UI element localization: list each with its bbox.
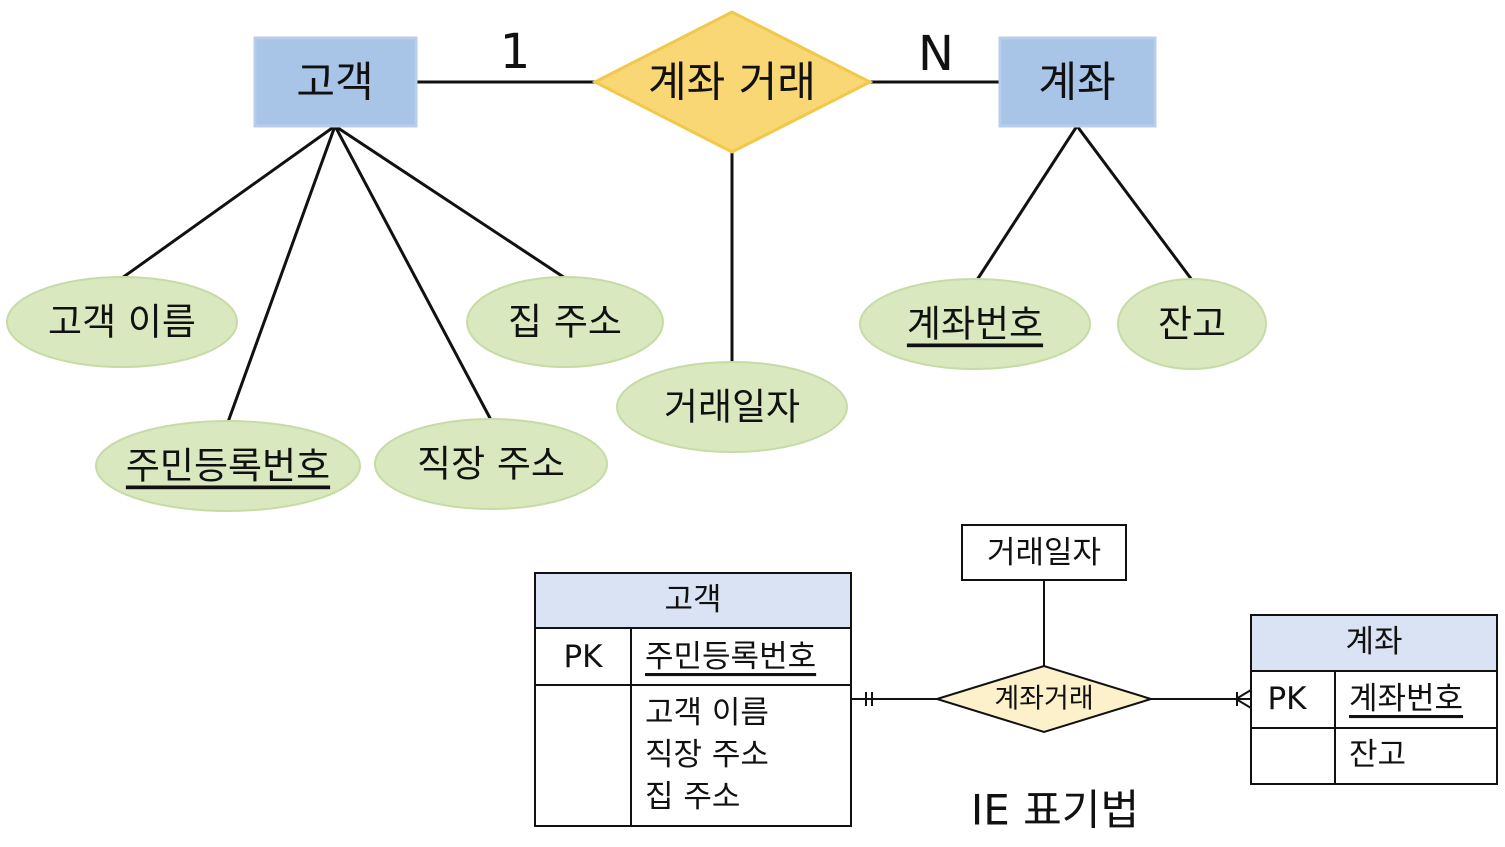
- entity-customer-label: 고객: [296, 58, 373, 107]
- ie-field: 집 주소: [645, 779, 740, 815]
- attribute-customer-home-address: 집 주소: [466, 276, 664, 368]
- entity-account-label: 계좌: [1038, 58, 1115, 107]
- connector-customer-work-address: [333, 125, 493, 421]
- ie-table-title: 고객: [664, 582, 721, 618]
- attribute-customer-ssn: 주민등록번호: [95, 420, 361, 512]
- attribute-ellipse: [374, 418, 608, 510]
- relationship-label: 계좌 거래: [648, 58, 816, 107]
- entity-customer-box: [253, 36, 418, 128]
- ie-table-header: [534, 572, 852, 629]
- ie-table-title: 계좌: [1345, 624, 1402, 660]
- connector-account-number: [975, 125, 1079, 281]
- ie-relationship: 계좌거래: [933, 664, 1155, 734]
- relationship-account-transaction: 계좌 거래: [591, 10, 874, 154]
- ie-pk-field: 계좌번호: [1349, 681, 1463, 717]
- connector-customer-home-address: [334, 124, 566, 280]
- attribute-label: 직장 주소: [417, 443, 565, 486]
- ie-table-account: 계좌 PK 계좌번호 잔고: [1250, 614, 1498, 785]
- ie-relationship-label: 계좌거래: [994, 684, 1093, 715]
- ie-relationship-diamond: [933, 664, 1155, 734]
- ie-diagram: 거래일자 계좌거래 고객 PK 주민등록번호 고객 이: [534, 524, 1498, 835]
- ie-pk-field: 주민등록번호: [645, 639, 816, 675]
- attribute-account-number: 계좌번호: [859, 278, 1091, 370]
- ie-field: 직장 주소: [645, 737, 769, 773]
- ie-field: 잔고: [1349, 737, 1406, 773]
- attribute-customer-work-address: 직장 주소: [374, 418, 608, 510]
- attribute-transaction-date: 거래일자: [616, 361, 848, 453]
- ie-notation-caption: IE 표기법: [971, 786, 1139, 835]
- relationship-diamond: [591, 10, 874, 154]
- entity-account: 계좌: [998, 36, 1157, 128]
- attribute-ellipse: [1117, 278, 1267, 370]
- attribute-ellipse: [466, 276, 664, 368]
- ie-table-customer: 고객 PK 주민등록번호 고객 이름 직장 주소 집 주소: [534, 572, 852, 827]
- ie-field: 고객 이름: [645, 695, 769, 731]
- attribute-account-balance: 잔고: [1117, 278, 1267, 370]
- attribute-ellipse: [95, 420, 361, 512]
- ie-relationship-attribute: 거래일자: [961, 524, 1127, 581]
- attribute-customer-name: 고객 이름: [6, 276, 238, 368]
- attribute-label: 계좌번호: [907, 303, 1043, 346]
- ie-pk-marker: PK: [1267, 681, 1307, 717]
- ie-table-header: [1250, 614, 1498, 672]
- attribute-ellipse: [6, 276, 238, 368]
- attribute-ellipse: [859, 278, 1091, 370]
- attribute-label: 집 주소: [508, 301, 622, 344]
- entity-customer: 고객: [253, 36, 418, 128]
- attribute-label: 잔고: [1158, 303, 1226, 346]
- attribute-label: 고객 이름: [48, 301, 196, 344]
- attribute-label: 거래일자: [664, 386, 800, 429]
- chen-connectors: [121, 80, 1194, 423]
- connector-customer-ssn: [226, 125, 337, 423]
- attribute-ellipse: [616, 361, 848, 453]
- attribute-label: 주민등록번호: [126, 445, 330, 488]
- mandatory-one-icon: [865, 692, 873, 706]
- connector-account-balance: [1075, 125, 1194, 281]
- one-or-many-icon: [1235, 689, 1252, 709]
- ie-pk-marker: PK: [563, 639, 603, 675]
- cardinality-customer-side: 1: [500, 24, 531, 80]
- ie-attribute-label: 거래일자: [987, 535, 1101, 571]
- entity-account-box: [998, 36, 1157, 128]
- chen-diagram: 1 N 고객 계좌 거래 계좌 고객 이름 주민등록번호 직장 주소: [6, 10, 1267, 512]
- cardinality-account-side: N: [918, 26, 954, 82]
- ie-crowfoot-lower: [1235, 698, 1252, 709]
- connector-customer-name: [121, 124, 336, 280]
- ie-crowfoot-upper: [1235, 689, 1252, 700]
